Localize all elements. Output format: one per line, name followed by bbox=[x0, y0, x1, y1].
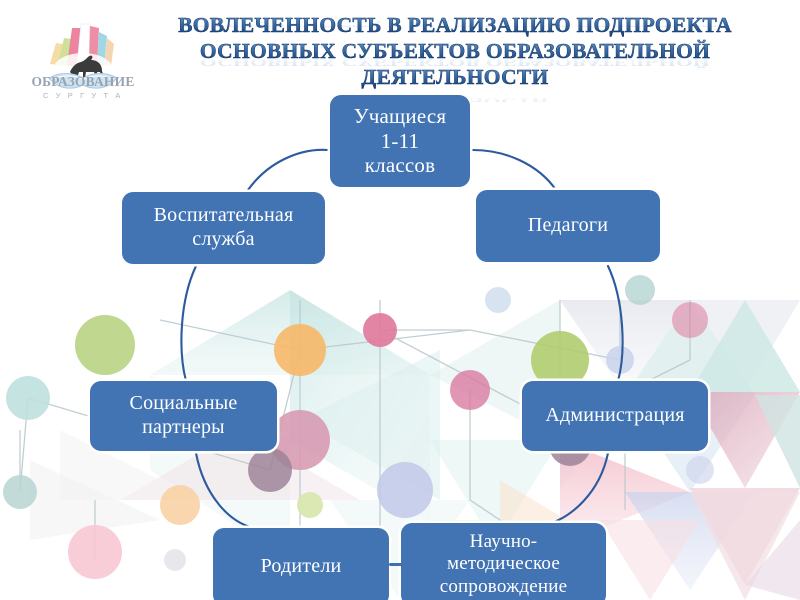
node-method-line3: сопровождение bbox=[439, 575, 568, 597]
node-teachers-label: Педагоги bbox=[527, 214, 609, 237]
title-line-2-reflection: ОСНОВНЫХ СУБЪЕКТОВ ОБРАЗОВАТЕЛЬНОЙ bbox=[200, 56, 710, 68]
node-partners-line2: партнеры bbox=[142, 416, 225, 438]
obrazovanie-surguta-logo: ОБРАЗОВАНИЕ С У Р Г У Т А bbox=[31, 23, 134, 100]
title-line-3: ДЕЯТЕЛЬНОСТИ bbox=[361, 65, 548, 89]
node-students-line2: 1-11 bbox=[380, 128, 420, 153]
node-parents[interactable]: Родители bbox=[213, 528, 389, 600]
node-parents-label: Родители bbox=[260, 555, 342, 578]
node-students-line3: классов bbox=[364, 153, 436, 178]
logo-title-line2: С У Р Г У Т А bbox=[43, 91, 123, 100]
title-line-1-reflection: ВОВЛЕЧЕННОСТЬ В РЕАЛИЗАЦИЮ ПОДПРОЕКТА bbox=[178, 17, 732, 29]
node-connector-dash bbox=[389, 563, 403, 566]
node-social-partners[interactable]: Социальные партнеры bbox=[90, 381, 277, 451]
title-line-1: ВОВЛЕЧЕННОСТЬ В РЕАЛИЗАЦИЮ ПОДПРОЕКТА bbox=[178, 13, 732, 37]
logo-book-icon bbox=[48, 73, 118, 89]
node-students[interactable]: Учащиеся 1-11 классов bbox=[330, 95, 470, 187]
node-edu-line1: Воспитательная bbox=[153, 204, 294, 227]
decorative-circles bbox=[3, 275, 714, 579]
node-partners-line1: Социальные bbox=[129, 392, 238, 415]
node-scientific-method-support[interactable]: Научно- методическое сопровождение bbox=[401, 523, 606, 600]
node-method-line1: Научно- bbox=[469, 530, 538, 552]
node-edu-line2: служба bbox=[192, 228, 255, 250]
node-method-line2: методическое bbox=[446, 553, 560, 575]
node-admin-label: Администрация bbox=[545, 404, 685, 427]
logo-title-line1: ОБРАЗОВАНИЕ bbox=[31, 74, 134, 89]
title-line-2: ОСНОВНЫХ СУБЪЕКТОВ ОБРАЗОВАТЕЛЬНОЙ bbox=[200, 39, 710, 63]
logo-horse-icon bbox=[70, 55, 104, 78]
node-educational-service[interactable]: Воспитательная служба bbox=[122, 192, 325, 264]
node-teachers[interactable]: Педагоги bbox=[476, 190, 660, 262]
node-students-line1: Учащиеся bbox=[353, 103, 447, 128]
node-administration[interactable]: Администрация bbox=[522, 381, 708, 451]
